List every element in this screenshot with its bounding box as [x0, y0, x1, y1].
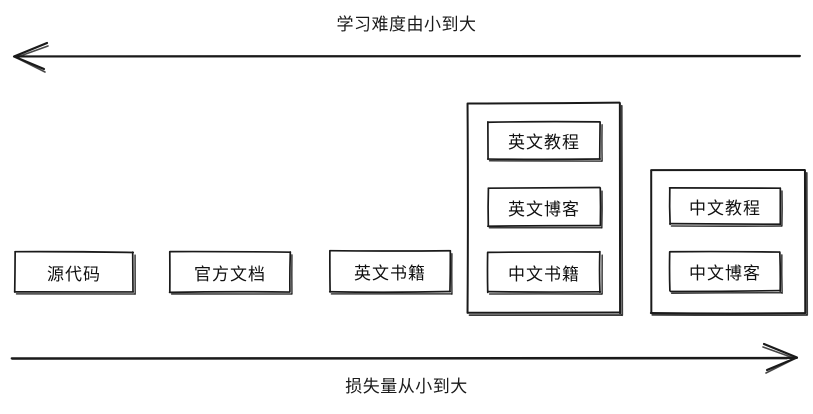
node-label: 英文教程	[508, 133, 580, 152]
node-official-docs[interactable]: 官方文档	[170, 252, 290, 292]
node-chinese-tutorial[interactable]: 中文教程	[670, 188, 780, 224]
node-label: 中文博客	[689, 264, 761, 283]
node-source-code[interactable]: 源代码	[15, 252, 133, 292]
node-label: 中文教程	[689, 198, 761, 218]
node-label: 英文书籍	[354, 264, 426, 283]
node-chinese-books[interactable]: 中文书籍	[488, 252, 600, 292]
bottom-axis-label: 损失量从小到大	[345, 377, 468, 396]
node-label: 中文书籍	[508, 264, 580, 284]
node-label: 源代码	[47, 264, 101, 284]
top-axis-label: 学习难度由小到大	[336, 15, 477, 34]
node-chinese-blog[interactable]: 中文博客	[670, 252, 780, 291]
node-english-tutorial[interactable]: 英文教程	[488, 122, 600, 159]
node-label: 官方文档	[194, 264, 266, 284]
node-label: 英文博客	[508, 199, 580, 219]
node-english-books[interactable]: 英文书籍	[330, 251, 450, 292]
node-english-blog[interactable]: 英文博客	[488, 188, 600, 226]
